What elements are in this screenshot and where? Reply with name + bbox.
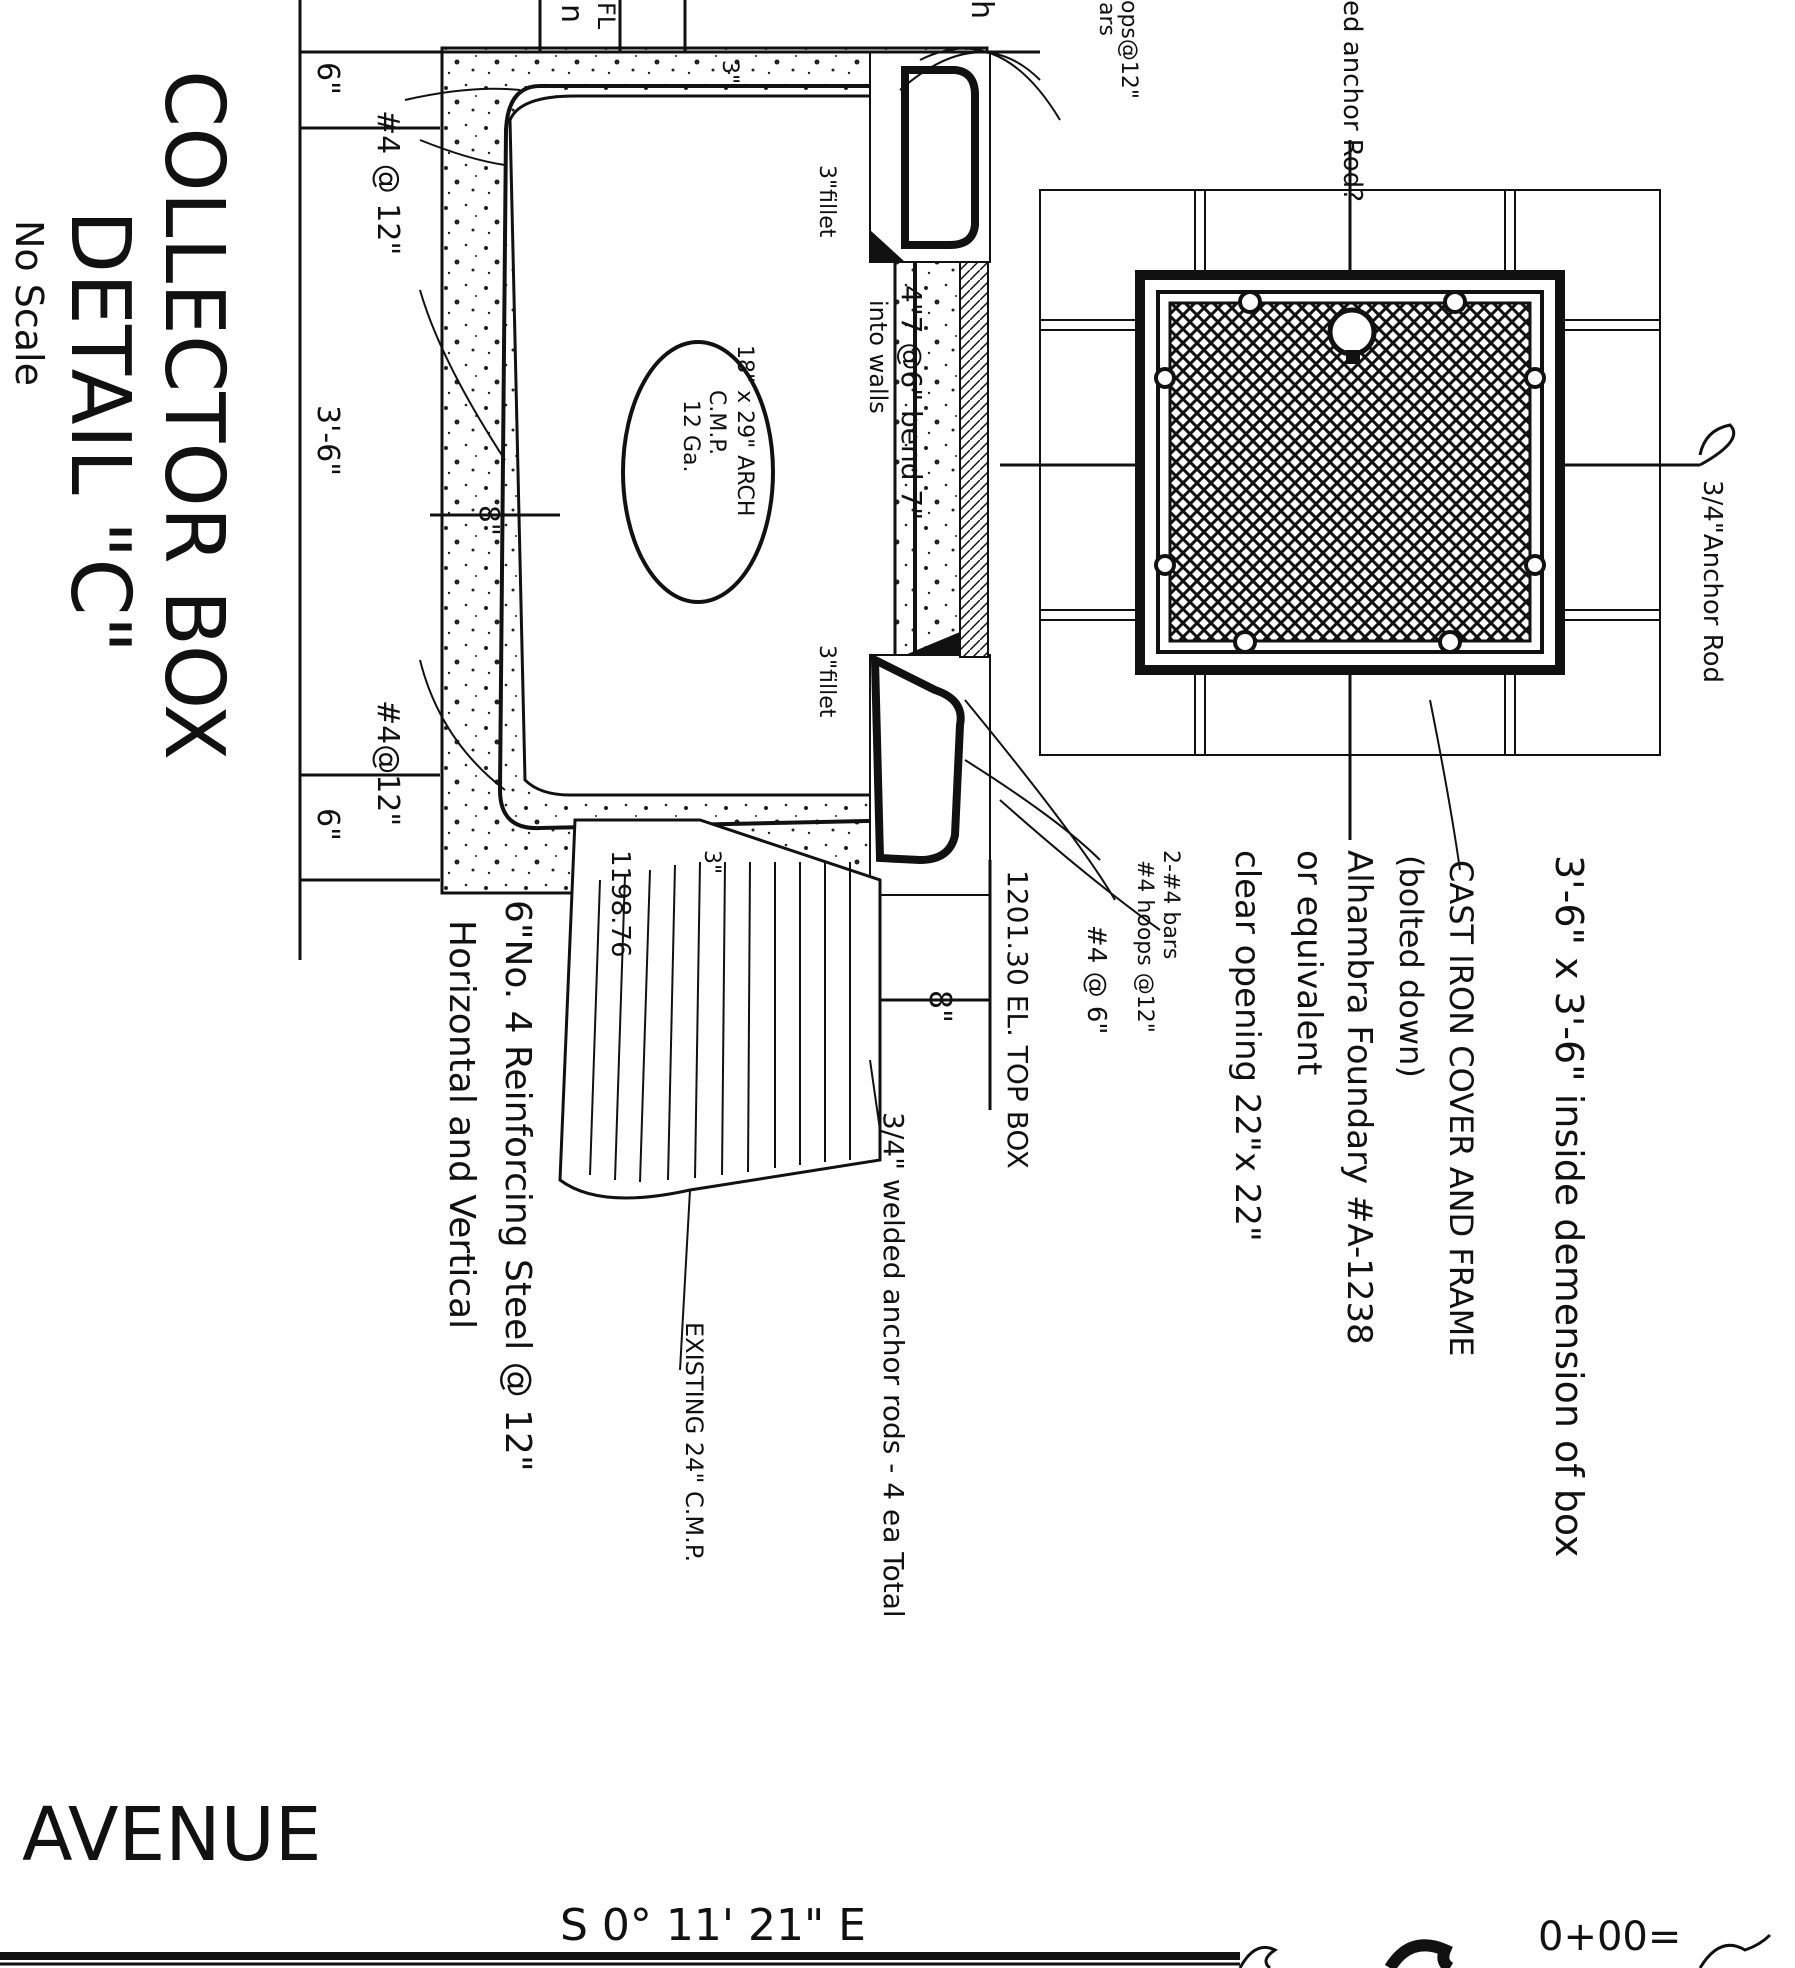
top-wall-strip [959,261,989,658]
label-el-low: 1198.76 [605,850,635,958]
fillet-upper [870,230,905,262]
lift-hole [1327,307,1377,357]
cover-plan-view [1000,140,1736,840]
label-cover3: Alhambra Foundary #A-1238 [1339,850,1379,1345]
street-name: AVENUE [22,1792,322,1878]
label-bend: 4"7 @6" bend 7" [895,285,928,520]
label-reinf1: 6"No. 4 Reinforcing Steel @ 12" [497,900,538,1472]
label-cover5: clear opening 22"x 22" [1227,850,1267,1242]
label-pipe-line1: 18" x 29" ARCH [732,345,757,516]
dim-8in-lower: 8" [922,990,957,1023]
label-rebar-upper: #4 @ 12" [370,110,405,255]
box-section [298,0,1040,1200]
title-line2: DETAIL "C" [52,210,147,653]
dim-8in-wall: 8" [473,505,506,536]
label-top-hoops: ops@12" [1116,0,1141,99]
label-pipe-line3: 12 Ga. [678,400,703,473]
fillet-lower [905,632,960,655]
label-bars3: #4 @ 6" [1081,925,1111,1034]
label-bend2: into walls [864,300,892,414]
label-fillet-upper: 3"fillet [814,165,839,238]
label-cover4: or equivalent [1289,850,1329,1075]
arch-pipe-ellipse [621,340,775,604]
label-fillet-lower: 3"fillet [814,645,839,718]
label-cover1: CAST IRON COVER AND FRAME [1442,860,1480,1356]
title-line1: COLLECTOR BOX [146,70,241,760]
rebar-loop [497,84,917,831]
frame-seat-upper [869,51,991,263]
station: 0+00= [1538,1914,1681,1960]
label-el-top: 1201.30 EL. TOP BOX [1001,870,1034,1169]
label-top-bars: ars [1094,2,1119,36]
cover-bolts [1154,290,1546,654]
bearing: S 0° 11' 21" E [560,1900,866,1951]
dim-mid: 3'-6" [310,405,345,476]
label-existing: EXISTING 24" C.M.P. [680,1322,708,1562]
label-cover2: (bolted down) [1392,855,1430,1078]
label-inside-dim: 3'-6" x 3'-6" inside demension of box [1547,855,1591,1557]
label-bars2: #4 hoops @12" [1132,860,1157,1033]
label-pipe-line2: C.M.P. [704,390,729,455]
dim-fl: FL [592,2,620,30]
property-line [0,1933,1772,1968]
existing-cmp [558,818,882,1200]
label-top-h: h [964,0,999,19]
label-anchor-right: 3/4"Anchor Rod [1697,480,1727,683]
label-reinf2: Horizontal and Vertical [441,920,482,1329]
dim-3in-b: 3" [699,850,724,874]
title-scale: No Scale [7,220,51,386]
label-rebar-lower: #4@12" [370,700,405,826]
frame-hoop-upper [901,66,979,249]
label-top-n: n [554,4,589,23]
dim-3in-a: 3" [717,60,742,84]
label-top-anchor: ed anchor Rod? [1337,0,1367,202]
dim-top: 6" [310,62,345,95]
label-welded: 3/4" welded anchor rods - 4 ea Total [877,1112,910,1618]
dim-bot: 6" [310,808,345,841]
label-bars1: 2-#4 bars [1158,850,1183,959]
frame-hoop-lower [870,653,965,865]
